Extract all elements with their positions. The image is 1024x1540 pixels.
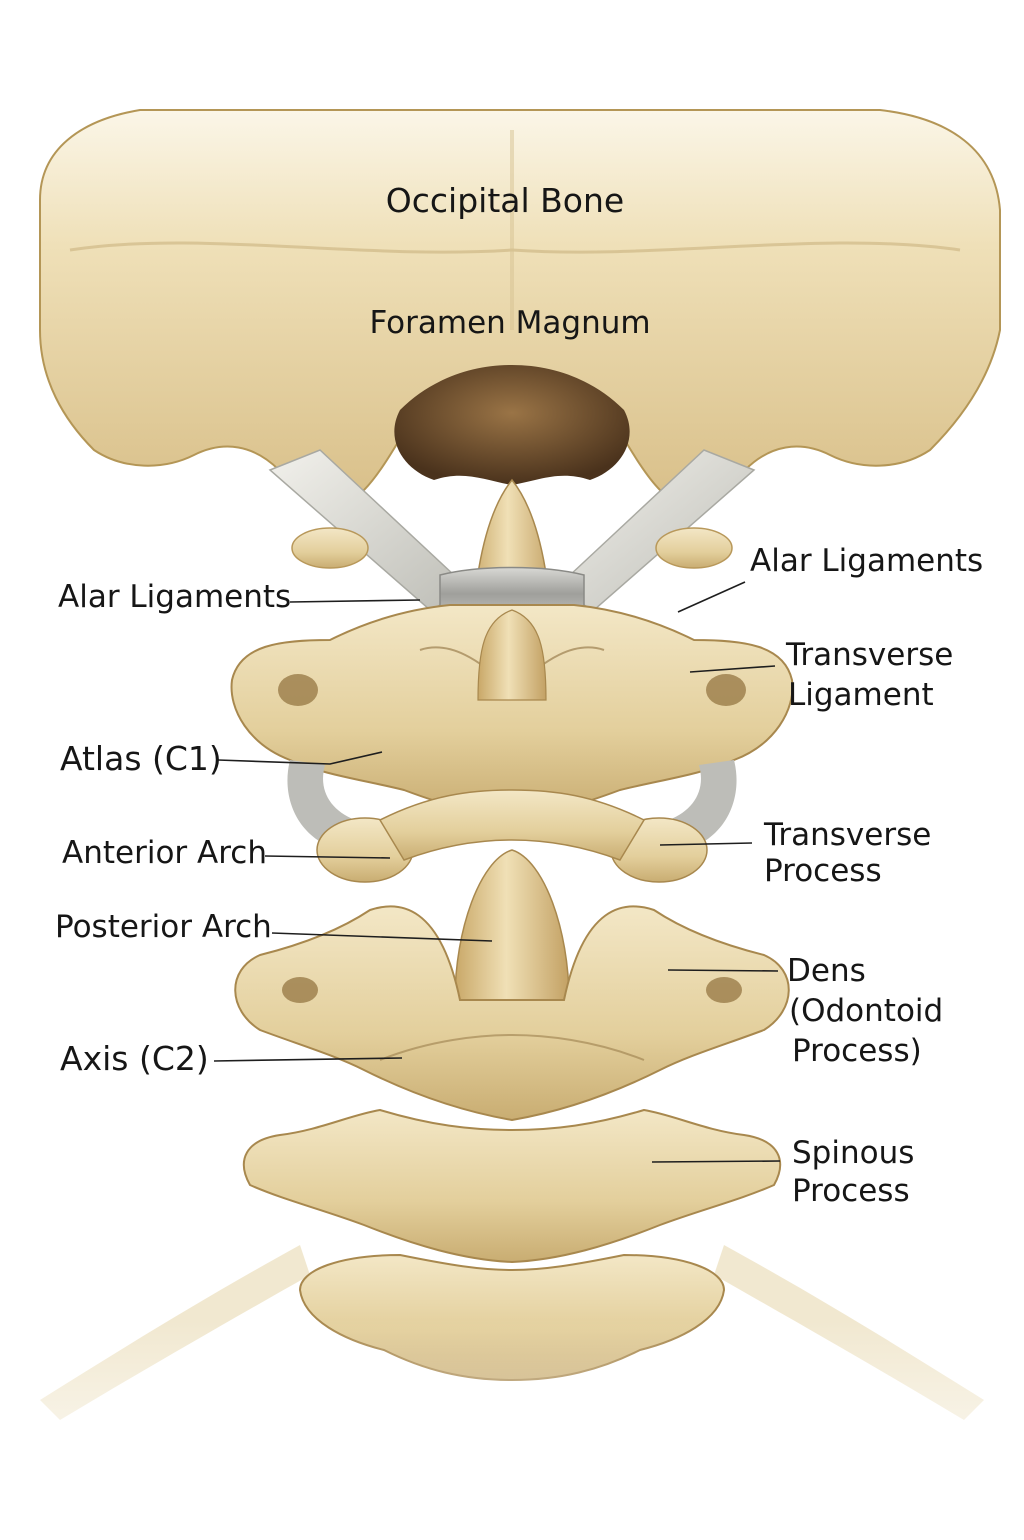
label-axis-c2: Axis (C2) (60, 1039, 209, 1078)
label-dens-line1: Dens (787, 953, 866, 989)
label-dens-line3: Process) (792, 1033, 922, 1069)
label-transverse-ligament-line1: Transverse (786, 637, 954, 673)
label-spinous-process-line2: Process (792, 1173, 910, 1209)
foramen-magnum-cavity (394, 365, 630, 485)
label-transverse-process-line2: Process (764, 853, 882, 889)
transverse-process-shape (316, 789, 708, 883)
label-alar-ligaments-left: Alar Ligaments (58, 579, 292, 615)
alar-ligaments-shape (268, 449, 756, 611)
label-posterior-arch: Posterior Arch (55, 909, 272, 945)
label-occipital-bone: Occipital Bone (385, 181, 625, 220)
label-transverse-process-line1: Transverse (764, 817, 932, 853)
label-foramen-magnum: Foramen Magnum (369, 305, 651, 341)
label-spinous-process-line1: Spinous (792, 1135, 915, 1171)
label-dens-line2: (Odontoid (789, 993, 944, 1029)
label-transverse-ligament-line2: Ligament (788, 677, 934, 713)
axis-c2-shape (234, 905, 790, 1122)
c3-vertebra-shape (242, 1108, 782, 1264)
label-anterior-arch: Anterior Arch (62, 835, 267, 871)
axis-dens-shape (454, 849, 570, 1001)
leader-lines (213, 581, 781, 1163)
label-atlas-c1: Atlas (C1) (60, 739, 222, 778)
label-alar-ligaments-right: Alar Ligaments (750, 543, 984, 579)
